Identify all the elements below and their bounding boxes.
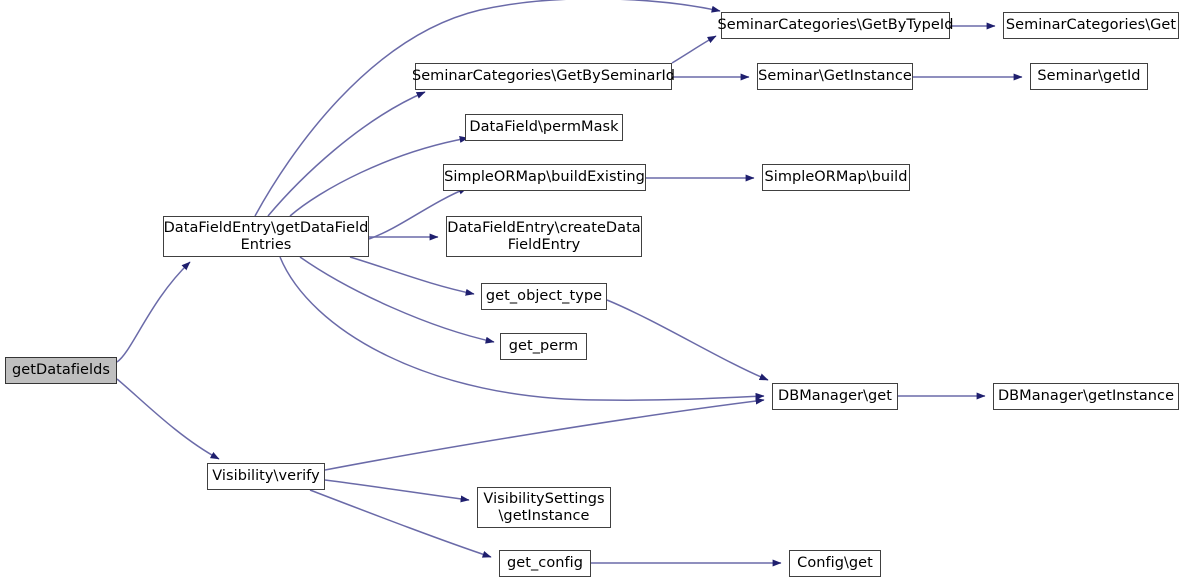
call-edge-visibilityVerify-to-getConfig <box>309 489 492 558</box>
graph-node-label: DBManager\getInstance <box>997 388 1175 405</box>
graph-node-configGet[interactable]: Config\get <box>789 550 881 577</box>
graph-node-label: Seminar\GetInstance <box>758 68 912 85</box>
graph-node-label: SeminarCategories\GetBySeminarId <box>411 68 676 85</box>
call-edge-getDatafields-to-visibilityVerify <box>116 378 220 460</box>
graph-node-label: VisibilitySettings \getInstance <box>483 491 605 524</box>
call-edge-getDataFieldEntries-to-getByTypeId <box>254 0 721 217</box>
graph-node-getPerm[interactable]: get_perm <box>500 333 587 360</box>
graph-node-getDatafields[interactable]: getDatafields <box>5 357 117 384</box>
graph-node-simpleORMapBuild[interactable]: SimpleORMap\build <box>762 164 910 191</box>
graph-node-dbManagerGetInstance[interactable]: DBManager\getInstance <box>993 383 1179 410</box>
graph-node-seminarCategoriesGet[interactable]: SeminarCategories\Get <box>1003 12 1179 39</box>
call-edge-visibilityVerify-to-visibilitySettings <box>324 479 470 503</box>
graph-node-createDataFieldEntry[interactable]: DataFieldEntry\createData FieldEntry <box>446 216 642 257</box>
call-edge-visibilityVerify-to-dbManagerGet <box>324 397 765 471</box>
graph-node-getObjectType[interactable]: get_object_type <box>481 283 607 310</box>
graph-node-label: SimpleORMap\build <box>764 169 908 186</box>
call-edge-getDataFieldEntries-to-dbManagerGet <box>279 256 765 401</box>
call-edge-getDataFieldEntries-to-permMask <box>289 136 469 217</box>
graph-node-label: DataFieldEntry\getDataField Entries <box>163 220 369 253</box>
graph-node-getDataFieldEntries[interactable]: DataFieldEntry\getDataField Entries <box>163 216 369 257</box>
graph-node-buildExisting[interactable]: SimpleORMap\buildExisting <box>443 164 646 191</box>
edges-group <box>116 0 1023 567</box>
call-edge-getObjectType-to-dbManagerGet <box>606 299 769 381</box>
graph-node-label: DataFieldEntry\createData FieldEntry <box>447 220 641 253</box>
graph-node-permMask[interactable]: DataField\permMask <box>465 114 623 141</box>
graph-node-dbManagerGet[interactable]: DBManager\get <box>772 383 898 410</box>
graph-node-label: getDatafields <box>12 362 110 379</box>
graph-node-label: Visibility\verify <box>212 468 320 485</box>
graph-node-visibilityVerify[interactable]: Visibility\verify <box>207 463 325 490</box>
graph-node-label: get_object_type <box>485 288 603 305</box>
call-edge-getDataFieldEntries-to-getObjectType <box>349 256 475 296</box>
graph-node-label: get_config <box>507 555 583 572</box>
graph-node-label: SeminarCategories\GetByTypeId <box>717 17 954 34</box>
graph-node-visibilitySettings[interactable]: VisibilitySettings \getInstance <box>477 487 611 528</box>
graph-node-label: get_perm <box>508 338 579 355</box>
call-edge-getBySeminarId-to-getByTypeId <box>671 35 717 64</box>
graph-node-label: DataField\permMask <box>469 119 619 136</box>
graph-node-seminarGetInstance[interactable]: Seminar\GetInstance <box>757 63 913 90</box>
call-edge-getDataFieldEntries-to-buildExisting <box>368 187 468 240</box>
graph-node-label: Config\get <box>797 555 873 572</box>
graph-node-getByTypeId[interactable]: SeminarCategories\GetByTypeId <box>718 12 953 39</box>
graph-node-label: DBManager\get <box>777 388 893 405</box>
graph-node-label: Seminar\getId <box>1037 68 1141 85</box>
graph-node-getBySeminarId[interactable]: SeminarCategories\GetBySeminarId <box>412 63 675 90</box>
graph-node-label: SeminarCategories\Get <box>1005 17 1177 34</box>
call-edge-getDatafields-to-getDataFieldEntries <box>116 261 191 363</box>
graph-node-getConfig[interactable]: get_config <box>499 550 591 577</box>
graph-node-seminarGetId[interactable]: Seminar\getId <box>1030 63 1148 90</box>
call-edge-getDataFieldEntries-to-getPerm <box>299 256 495 344</box>
graph-node-label: SimpleORMap\buildExisting <box>444 169 645 186</box>
call-edge-getDataFieldEntries-to-getBySeminarId <box>267 91 426 217</box>
